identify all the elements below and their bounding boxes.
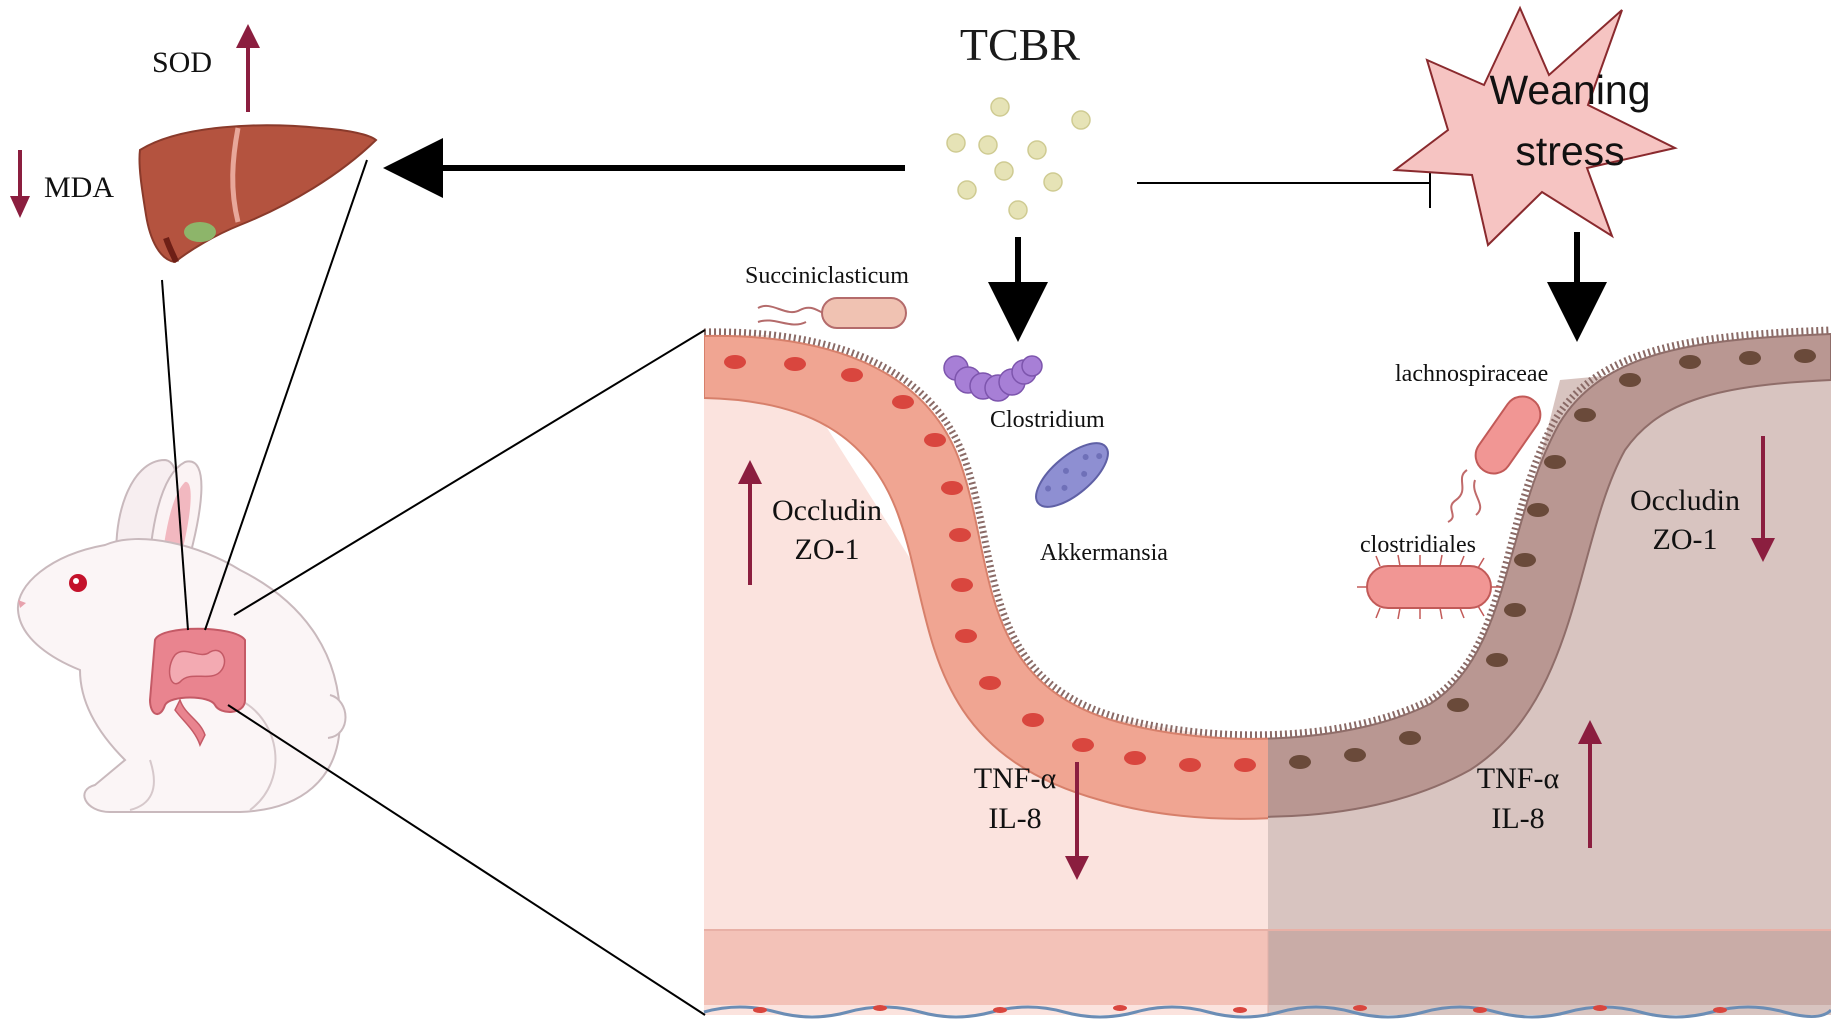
stress-occludin-label: Occludin bbox=[1630, 484, 1740, 517]
intestine-icon bbox=[148, 627, 246, 747]
succiniclasticum-bacterium-icon bbox=[757, 297, 907, 329]
serosa-line bbox=[703, 1005, 1831, 1019]
akkermansia-bacterium-icon bbox=[1035, 442, 1109, 508]
stress-tight-junction-down-arrow-icon bbox=[1751, 436, 1775, 562]
intestinal-panel bbox=[703, 326, 1831, 1019]
stress-il8-label: IL-8 bbox=[1491, 802, 1544, 835]
tcbr-inhibits-stress-line bbox=[1137, 163, 1431, 208]
tcbr-cell-nuclei bbox=[724, 355, 1256, 772]
tcbr-tissue-background bbox=[704, 335, 1268, 1015]
succiniclasticum-label: Succiniclasticum bbox=[745, 263, 909, 289]
liver-icon bbox=[138, 124, 378, 264]
stress-tnf-label: TNF-α bbox=[1477, 762, 1560, 795]
weaning-stress-label-line1: Weaning bbox=[1489, 67, 1650, 113]
stress-cytokines-up-arrow-icon bbox=[1578, 720, 1602, 848]
stress-tissue-background bbox=[1268, 355, 1831, 1015]
tcbr-il8-label: IL-8 bbox=[988, 802, 1041, 835]
lachnospiraceae-bacterium-icon bbox=[1447, 395, 1542, 523]
tcbr-pellets-icon bbox=[946, 97, 1091, 220]
weaning-stress-star-icon bbox=[1392, 5, 1678, 247]
stress-zo1-label: ZO-1 bbox=[1653, 523, 1718, 556]
clostridiales-label: clostridiales bbox=[1360, 532, 1476, 558]
sod-label: SOD bbox=[152, 46, 212, 79]
sod-up-arrow-icon bbox=[236, 24, 260, 112]
tcbr-epithelium bbox=[704, 334, 1268, 820]
tcbr-cytokines-down-arrow-icon bbox=[1065, 762, 1089, 880]
stress-epithelium bbox=[1268, 332, 1831, 818]
clostridium-label: Clostridium bbox=[990, 407, 1105, 433]
vessel-cells bbox=[753, 1005, 1727, 1013]
clostridium-bacterium-icon bbox=[943, 355, 1043, 402]
stress-muscle-band bbox=[1268, 930, 1831, 1005]
rabbit-illustration bbox=[16, 458, 347, 813]
weaning-stress-label-line2: stress bbox=[1515, 128, 1624, 174]
stress-cell-nuclei bbox=[1289, 349, 1816, 769]
clostridiales-bacterium-icon bbox=[1357, 554, 1501, 620]
akkermansia-label: Akkermansia bbox=[1040, 540, 1168, 566]
tcbr-tnf-label: TNF-α bbox=[974, 762, 1057, 795]
tcbr-muscle-band bbox=[704, 930, 1268, 1005]
mda-down-arrow-icon bbox=[10, 150, 30, 218]
tcbr-tight-junction-up-arrow-icon bbox=[738, 460, 762, 585]
tcbr-occludin-label: Occludin bbox=[772, 494, 882, 527]
tcbr-label: TCBR bbox=[960, 19, 1080, 70]
marker-arrows bbox=[10, 24, 1775, 880]
lachnospiraceae-label: lachnospiraceae bbox=[1395, 361, 1548, 387]
connector-lines bbox=[161, 159, 706, 1016]
tcbr-zo1-label: ZO-1 bbox=[795, 533, 860, 566]
mda-label: MDA bbox=[44, 171, 114, 204]
brush-border bbox=[703, 326, 1831, 739]
